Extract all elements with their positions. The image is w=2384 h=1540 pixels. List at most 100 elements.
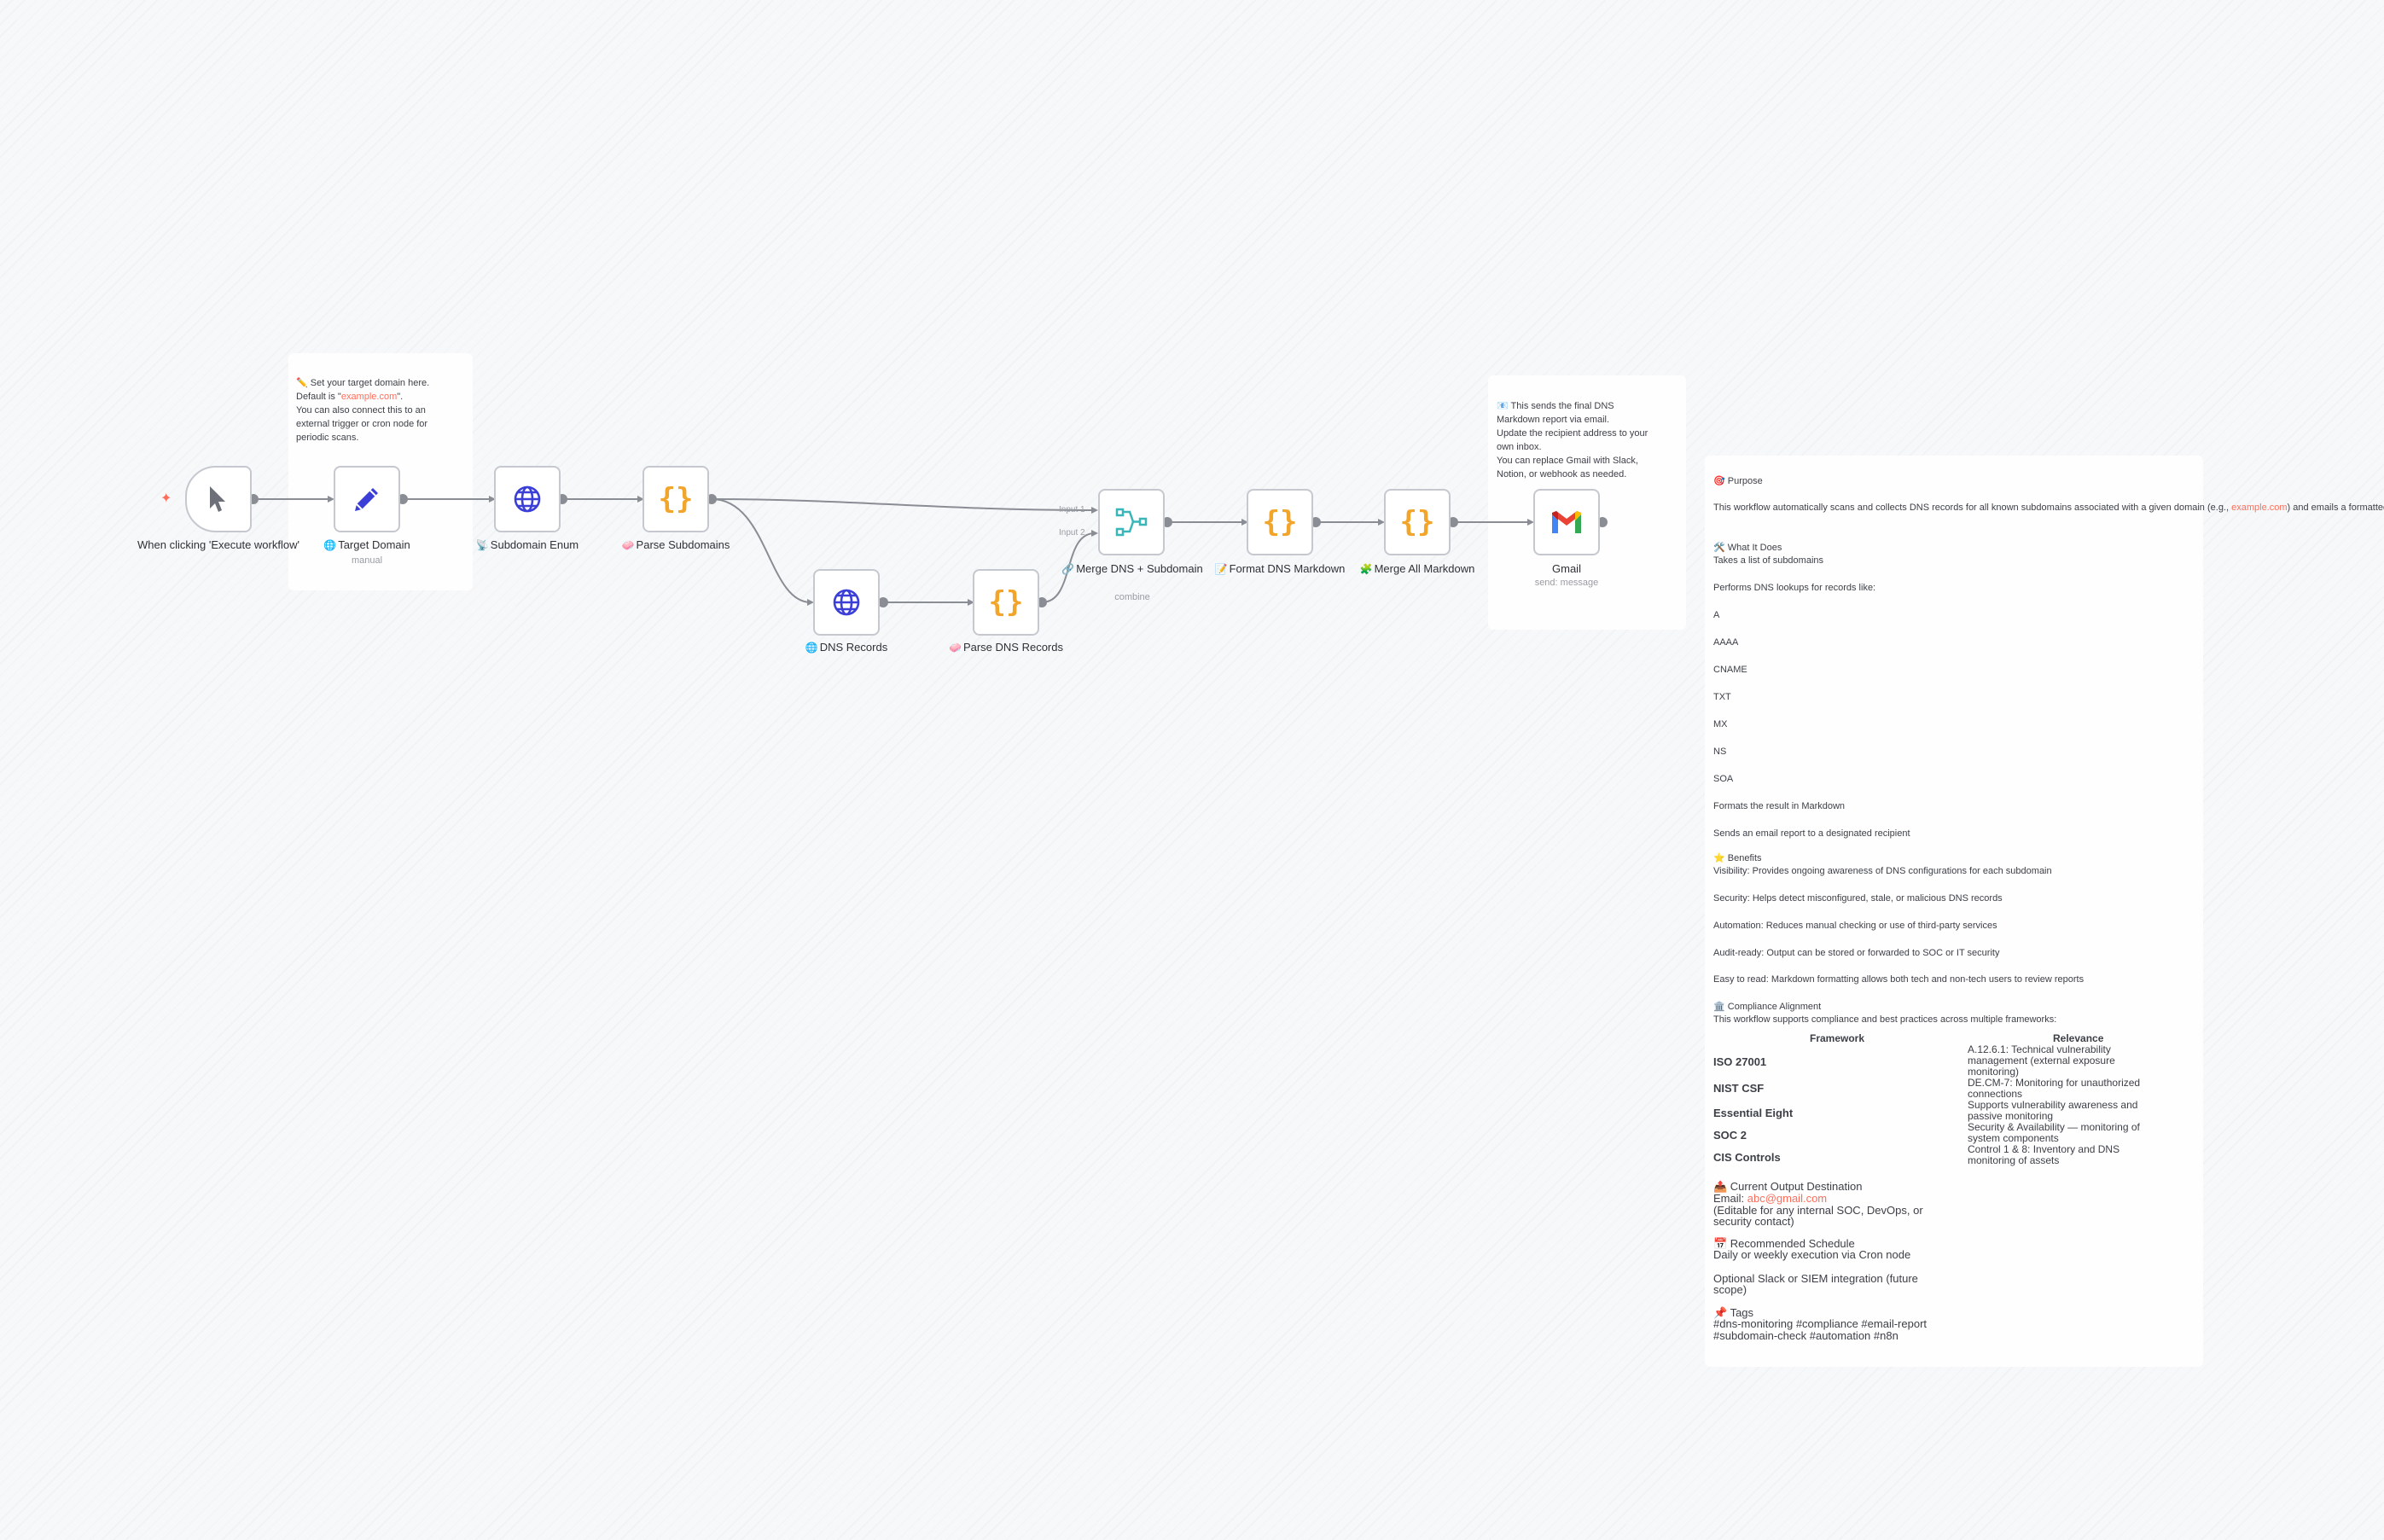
braces-icon: {} <box>658 482 694 516</box>
doc-record-type: MX <box>1713 719 1728 729</box>
node-parse-subdomains[interactable]: {} <box>643 466 709 532</box>
relevance-line: system components <box>1968 1132 2059 1144</box>
sticky-note-target-domain-text: ✏️ Set your target domain here. Default … <box>296 376 467 445</box>
node-label: 📝Format DNS Markdown <box>1195 562 1365 576</box>
doc-record-type: TXT <box>1713 692 1731 702</box>
sticky-line: You can replace Gmail with Slack, <box>1497 456 1638 466</box>
doc-record-type: A <box>1713 610 1720 620</box>
node-format-dns-markdown[interactable]: {} <box>1247 489 1313 555</box>
node-subtitle: send: message <box>1534 578 1599 588</box>
relevance-line: Control 1 & 8: Inventory and DNS <box>1968 1143 2120 1155</box>
doc-tags-heading: 📌 Tags <box>1713 1306 1754 1319</box>
globe-icon <box>514 485 541 513</box>
node-parse-dns-records[interactable]: {} <box>973 569 1039 636</box>
doc-benefit-item: Security: Helps detect misconfigured, st… <box>1713 893 2003 904</box>
connection-parse-merge <box>711 498 1096 511</box>
node-label-text: DNS Records <box>819 641 888 654</box>
doc-benefit-item: Easy to read: Markdown formatting allows… <box>1713 974 2085 985</box>
framework-cell: CIS Controls <box>1713 1151 1781 1164</box>
puzzle-emoji: 🧩 <box>1359 563 1373 575</box>
doc-schedule-item: Optional Slack or SIEM integration (futu… <box>1713 1272 1918 1285</box>
globe-emoji: 🌐 <box>323 539 337 551</box>
sticky-text: Default is " <box>296 392 341 402</box>
example-link[interactable]: example.com <box>340 392 398 402</box>
framework-cell: NIST CSF <box>1713 1082 1765 1095</box>
merge-icon <box>1115 508 1148 537</box>
doc-compliance-intro: This workflow supports compliance and be… <box>1713 1014 2057 1025</box>
relevance-line: A.12.6.1: Technical vulnerability <box>1968 1043 2111 1055</box>
table-header-relevance: Relevance <box>2053 1032 2104 1044</box>
doc-purpose-heading: 🎯 Purpose <box>1713 476 1763 486</box>
sticky-line: 📧 This sends the final DNS <box>1497 401 1614 411</box>
sticky-line: You can also connect this to an <box>296 405 426 416</box>
memo-emoji: 📝 <box>1214 563 1228 575</box>
node-label-text: Parse Subdomains <box>636 538 730 551</box>
node-gmail[interactable] <box>1533 489 1600 555</box>
doc-schedule-item: scope) <box>1713 1283 1747 1296</box>
relevance-line: Supports vulnerability awareness and <box>1968 1099 2138 1111</box>
relevance-line: monitoring of assets <box>1968 1154 2060 1166</box>
node-subtitle: manual <box>351 555 383 566</box>
pencil-icon <box>355 488 378 511</box>
soap-emoji: 🧼 <box>621 539 635 551</box>
node-target-domain[interactable] <box>334 466 400 532</box>
doc-text: ) and emails a formatted markdown report… <box>2287 503 2384 513</box>
doc-what-item: Formats the result in Markdown <box>1713 801 1846 811</box>
doc-record-type: AAAA <box>1713 637 1739 648</box>
doc-benefit-item: Visibility: Provides ongoing awareness o… <box>1713 866 2052 876</box>
doc-output-heading: 📤 Current Output Destination <box>1713 1180 1863 1193</box>
doc-tags: #subdomain-check #automation #n8n <box>1713 1329 1898 1342</box>
node-label: 🌐Target Domain <box>282 538 452 552</box>
arrowhead <box>1091 507 1098 514</box>
doc-text: This workflow automatically scans and co… <box>1713 503 2232 513</box>
doc-output-note: security contact) <box>1713 1215 1794 1228</box>
trigger-bolt-icon: ✦ <box>160 491 172 506</box>
sticky-line: Markdown report via email. <box>1497 415 1610 425</box>
relevance-line: Security & Availability — monitoring of <box>1968 1121 2140 1133</box>
node-dns-records[interactable] <box>813 569 880 636</box>
input-1-label: Input 1 <box>1059 505 1085 514</box>
input-2-label: Input 2 <box>1059 528 1085 538</box>
gmail-icon <box>1552 511 1581 533</box>
globe-emoji: 🌐 <box>805 642 818 654</box>
braces-icon: {} <box>1399 505 1435 539</box>
example-link[interactable]: example.com <box>2231 503 2288 513</box>
node-label-text: Target Domain <box>338 538 410 551</box>
doc-record-type: NS <box>1713 747 1727 757</box>
sticky-line: own inbox. <box>1497 442 1542 452</box>
sticky-line: ✏️ Set your target domain here. <box>296 378 430 388</box>
node-label-text: Merge DNS + Subdomain <box>1076 562 1203 575</box>
relevance-line: management (external exposure <box>1968 1055 2115 1066</box>
node-label: 🧼Parse DNS Records <box>921 641 1091 654</box>
braces-icon: {} <box>1262 505 1298 539</box>
doc-what-item: Performs DNS lookups for records like: <box>1713 583 1876 593</box>
sticky-note-documentation[interactable] <box>1705 456 2203 1367</box>
doc-tags: #dns-monitoring #compliance #email-repor… <box>1713 1317 1928 1330</box>
node-label: 🧩Merge All Markdown <box>1332 562 1503 576</box>
sticky-note-gmail-text: 📧 This sends the final DNS Markdown repo… <box>1497 399 1680 481</box>
framework-cell: SOC 2 <box>1713 1129 1747 1142</box>
doc-schedule-heading: 📅 Recommended Schedule <box>1713 1237 1855 1250</box>
doc-schedule-item: Daily or weekly execution via Cron node <box>1713 1248 1911 1261</box>
table-header-framework: Framework <box>1810 1032 1865 1044</box>
node-label: 🔗Merge DNS + Subdomain <box>1047 562 1218 576</box>
doc-benefit-item: Automation: Reduces manual checking or u… <box>1713 921 1997 931</box>
globe-icon <box>833 589 860 616</box>
doc-record-type: SOA <box>1713 774 1734 784</box>
node-merge-all-markdown[interactable]: {} <box>1384 489 1451 555</box>
node-merge-dns-subdomain[interactable] <box>1098 489 1165 555</box>
node-subtitle: combine <box>1114 592 1150 602</box>
framework-cell: Essential Eight <box>1713 1107 1794 1119</box>
doc-what-item: Sends an email report to a designated re… <box>1713 828 1910 839</box>
doc-what-heading: 🛠️ What It Does <box>1713 543 1782 553</box>
cursor-icon <box>210 486 225 512</box>
node-label: 🌐DNS Records <box>761 641 932 654</box>
doc-output-email: Email: abc@gmail.com <box>1713 1193 1827 1205</box>
doc-text: Email: <box>1713 1192 1747 1205</box>
node-label: 🧼Parse Subdomains <box>590 538 761 552</box>
node-subdomain-enum[interactable] <box>494 466 561 532</box>
node-label-text: Parse DNS Records <box>962 641 1063 654</box>
email-link[interactable]: abc@gmail.com <box>1747 1192 1828 1205</box>
node-manual-trigger[interactable] <box>185 466 252 532</box>
